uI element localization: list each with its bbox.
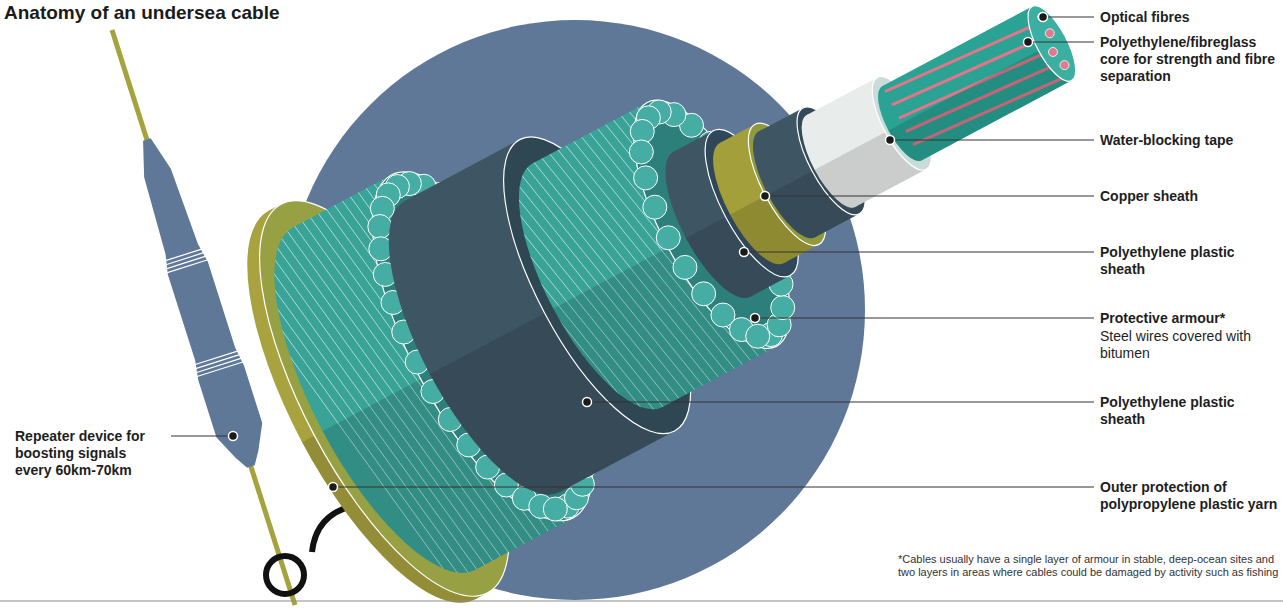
wire-end [656,226,680,250]
callout-note: Steel wires covered with bitumen [1100,328,1278,362]
leader-line [587,402,1094,403]
cable-layer [332,79,1070,601]
leader-dot [761,192,770,201]
callout-label: Copper sheath [1100,188,1198,205]
callout-label: Polyethylene plastic sheath [1100,244,1278,278]
callout-label: Protective armour* [1100,310,1225,327]
bottom-rule [0,601,1283,602]
title: Anatomy of an undersea cable [4,2,280,24]
wire-end [634,166,658,190]
cable-layer [447,62,1083,490]
footnote: *Cables usually have a single layer of a… [898,553,1280,579]
layer-shade [637,0,1283,354]
fibre-end [1045,29,1054,38]
leader-line [744,252,1094,253]
leader-line [171,436,233,437]
callout-label: Polyethylene/fibreglass core for strengt… [1100,34,1278,85]
wire-end [629,140,653,164]
leader-dot [740,248,749,257]
callout-label: Repeater device for boosting signals eve… [15,428,165,479]
leader-line [1043,17,1094,18]
leader-line [765,196,1094,197]
leader-dot [329,483,338,492]
leader-dot [583,398,592,407]
callout-label: Outer protection of polypropylene plasti… [1100,479,1278,513]
leader-line [1028,42,1094,43]
leader-line [333,487,1094,488]
leader-dot [1039,13,1048,22]
repeater-ring [165,256,208,273]
zoom-ring [266,556,304,594]
fibre-end [1060,61,1069,70]
wire-end [746,324,770,348]
wire-end [692,282,716,306]
callout-label: Water-blocking tape [1100,132,1233,149]
wire-end [643,195,667,219]
layer-shade [332,83,1070,601]
callout-label: Polyethylene plastic sheath [1100,394,1278,428]
leader-line [755,318,1094,319]
wire-end [673,255,697,279]
leader-dot [1024,38,1033,47]
wire-end [771,296,795,320]
wire-end [368,215,392,239]
cable-layer [637,0,1283,354]
cable-cutaway [107,0,1283,608]
leader-lines [171,13,1094,492]
leader-dot [886,136,895,145]
fibre-end [1048,47,1057,56]
leader-dot [751,314,760,323]
layer-end [1019,0,1085,88]
leader-line [890,140,1094,141]
wire-end [543,497,567,521]
callout-label: Optical fibres [1100,9,1189,26]
layer-shade [447,62,1083,490]
leader-dot [229,432,238,441]
fibre-end [1038,12,1047,21]
repeater-ring [194,358,245,378]
